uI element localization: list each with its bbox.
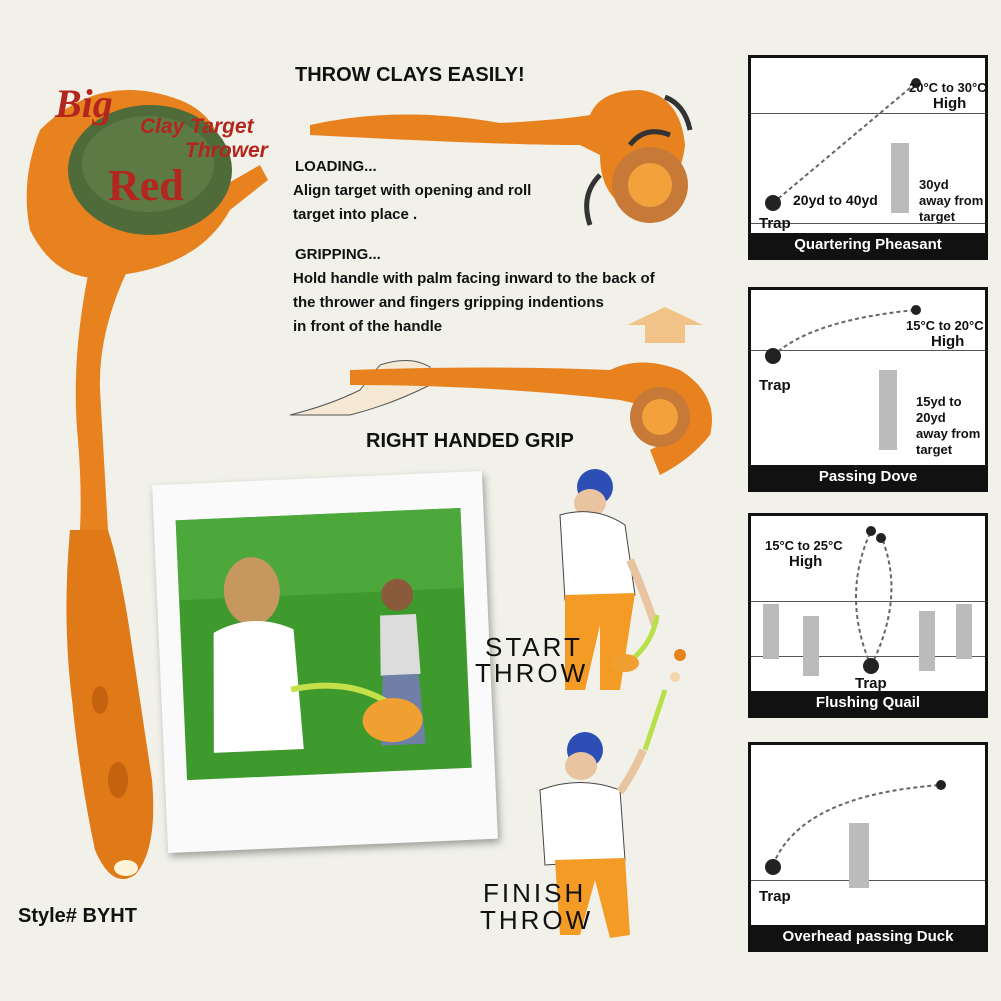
panel-overhead-duck: Trap Overhead passing Duck	[748, 742, 988, 952]
right-hand-grip-illustration	[290, 360, 712, 475]
dove-angle: 15°C to 20°C	[906, 318, 984, 333]
dove-away-1: 15yd to	[916, 394, 962, 409]
thrower-loading-illustration	[310, 90, 693, 226]
panel-quartering-pheasant: 20°C to 30°C High 20yd to 40yd 30yd away…	[748, 55, 988, 260]
quartering-away-2: away from	[919, 193, 984, 208]
gripping-line-3: in front of the handle	[293, 318, 443, 335]
loading-title: LOADING...	[295, 158, 377, 175]
brand-subtitle-2: Thrower	[185, 139, 268, 162]
finish-throw-line-1: FINISH	[483, 878, 587, 908]
dove-height: High	[931, 333, 965, 350]
brand-red: Red	[108, 161, 184, 210]
start-throw-line-1: START	[485, 632, 583, 662]
trajectory-diagram	[765, 780, 946, 888]
brand-big: Big	[55, 81, 113, 126]
quartering-away-3: target	[919, 209, 956, 224]
dove-away-3: away from	[916, 426, 981, 441]
headline: THROW CLAYS EASILY!	[295, 64, 525, 86]
loading-line-2: target into place .	[293, 206, 418, 223]
quartering-caption: Quartering Pheasant	[751, 233, 985, 257]
brand-subtitle-1: Clay Target	[140, 115, 254, 138]
dove-caption: Passing Dove	[751, 465, 985, 489]
loading-line-1: Align target with opening and roll	[293, 182, 532, 199]
thrower-product-image	[26, 90, 268, 880]
quartering-away-1: 30yd	[919, 177, 949, 192]
quail-caption: Flushing Quail	[751, 691, 985, 715]
panel-flushing-quail: 15°C to 25°C High Trap Flushing Quail	[748, 513, 988, 718]
trajectory-diagram	[763, 526, 972, 676]
quail-trap: Trap	[855, 675, 887, 692]
style-number: Style# BYHT	[18, 905, 137, 927]
demo-photo	[152, 470, 498, 854]
dove-away-2: 20yd	[916, 410, 946, 425]
panel-passing-dove: 15°C to 20°C High Trap 15yd to 20yd away…	[748, 287, 988, 492]
quartering-angle: 20°C to 30°C	[909, 80, 987, 95]
start-throw-figure	[559, 469, 686, 690]
quartering-trap: Trap	[759, 215, 791, 232]
trajectory-diagram	[765, 305, 921, 450]
photo-image	[175, 507, 472, 781]
gripping-title: GRIPPING...	[295, 246, 381, 263]
quail-angle: 15°C to 25°C	[765, 538, 843, 553]
finish-throw-figure	[539, 689, 668, 938]
gripping-line-1: Hold handle with palm facing inward to t…	[293, 270, 655, 287]
start-throw-line-2: THROW	[475, 658, 589, 688]
grip-caption: RIGHT HANDED GRIP	[366, 430, 574, 452]
quartering-distance: 20yd to 40yd	[793, 192, 878, 208]
duck-trap: Trap	[759, 888, 791, 905]
finish-throw-line-2: THROW	[480, 905, 594, 935]
quail-height: High	[789, 553, 823, 570]
quartering-height: High	[933, 95, 967, 112]
dove-trap: Trap	[759, 377, 791, 394]
duck-caption: Overhead passing Duck	[751, 925, 985, 949]
dove-away-4: target	[916, 442, 953, 457]
up-arrow-icon	[627, 307, 703, 343]
trajectory-diagram	[765, 78, 921, 213]
gripping-line-2: the thrower and fingers gripping indenti…	[293, 294, 604, 311]
